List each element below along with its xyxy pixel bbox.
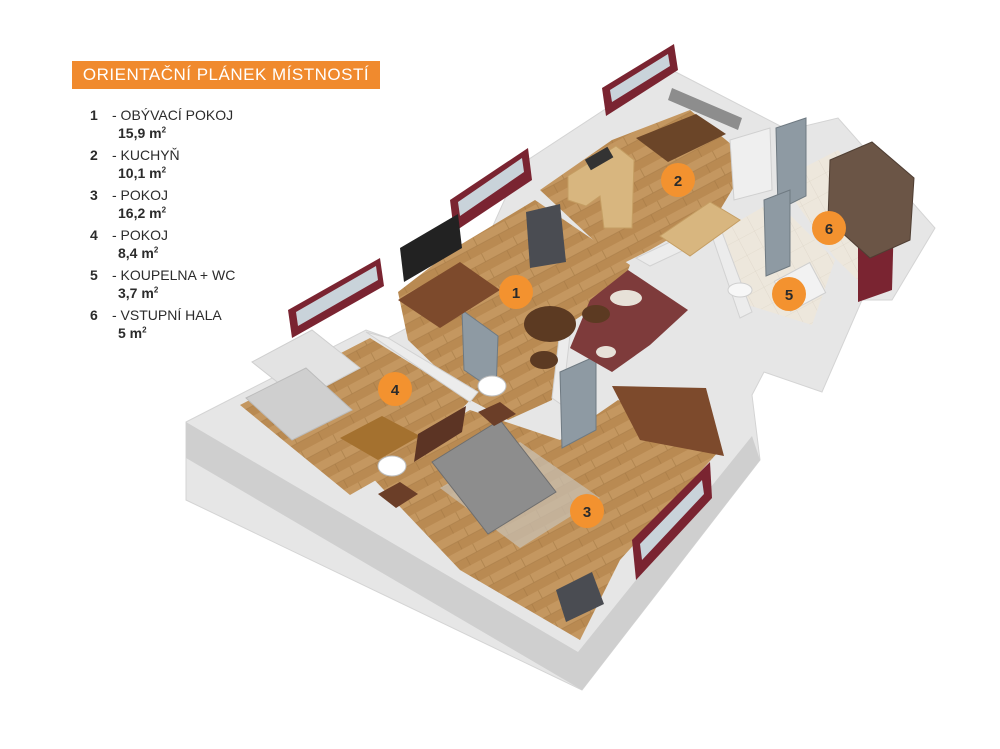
- desk: [340, 416, 420, 460]
- window: [450, 148, 532, 232]
- kitchen-sink-unit: [659, 201, 741, 257]
- fridge: [729, 127, 773, 201]
- room-marker-6: 6: [812, 211, 846, 245]
- nightstand: [478, 402, 516, 426]
- sofa-cushion: [610, 290, 642, 306]
- coffee-table: [524, 306, 576, 342]
- legend-number: 2: [90, 147, 98, 163]
- legend-item: 4 - POKOJ 8,4 m2: [90, 227, 350, 267]
- window: [288, 258, 384, 338]
- headboard: [414, 406, 466, 462]
- area-value: 3,7 m: [118, 285, 154, 301]
- legend-item: 5 - KOUPELNA + WC 3,7 m2: [90, 267, 350, 307]
- legend-number: 1: [90, 107, 98, 123]
- room-marker-3: 3: [570, 494, 604, 528]
- door: [775, 117, 807, 211]
- marker-label: 4: [391, 382, 400, 399]
- legend-room-area: 5 m2: [118, 325, 147, 341]
- legend-number: 4: [90, 227, 98, 243]
- armchair: [526, 204, 566, 268]
- stool: [530, 351, 558, 369]
- nightstand: [378, 482, 418, 508]
- legend-room-name: - VSTUPNÍ HALA: [112, 307, 222, 323]
- room-marker-4: 4: [378, 372, 412, 406]
- marker-label: 3: [583, 504, 591, 521]
- marker-label: 6: [825, 221, 833, 238]
- legend-number: 3: [90, 187, 98, 203]
- window: [632, 462, 712, 580]
- area-value: 8,4 m: [118, 245, 154, 261]
- area-unit-exponent: 2: [161, 165, 167, 175]
- plan-title: ORIENTAČNÍ PLÁNEK MÍSTNOSTÍ: [72, 61, 380, 89]
- legend-item: 3 - POKOJ 16,2 m2: [90, 187, 350, 227]
- legend-room-name: - OBÝVACÍ POKOJ: [112, 107, 234, 123]
- window: [602, 44, 678, 116]
- dining-bench: [668, 88, 742, 130]
- floor-room-1: [398, 200, 630, 420]
- legend-item: 6 - VSTUPNÍ HALA 5 m2: [90, 307, 350, 347]
- area-unit-exponent: 2: [142, 325, 147, 335]
- legend-room-area: 16,2 m2: [118, 205, 166, 221]
- room-marker-1: 1: [499, 275, 533, 309]
- legend-number: 6: [90, 307, 98, 323]
- lamp: [477, 375, 507, 397]
- legend-room-name: - POKOJ: [112, 187, 169, 203]
- marker-label: 1: [512, 285, 520, 302]
- lamp: [377, 455, 407, 477]
- armchair: [556, 572, 604, 622]
- legend-room-area: 3,7 m2: [118, 285, 158, 301]
- legend-item: 1 - OBÝVACÍ POKOJ 15,9 m2: [90, 107, 350, 147]
- legend-number: 5: [90, 267, 98, 283]
- wardrobe-rack: [612, 386, 724, 456]
- marker-label: 2: [674, 173, 682, 190]
- area-unit-exponent: 2: [161, 205, 167, 215]
- legend-room-area: 10,1 m2: [118, 165, 166, 181]
- cooktop: [584, 146, 614, 171]
- room-legend: 1 - OBÝVACÍ POKOJ 15,9 m2 2 - KUCHYŇ 10,…: [90, 107, 350, 347]
- sofa: [570, 270, 688, 372]
- area-value: 5 m: [118, 325, 143, 341]
- room-marker-2: 2: [661, 163, 695, 197]
- legend-room-name: - KUCHYŇ: [112, 147, 180, 163]
- marker-label: 5: [785, 287, 793, 304]
- dining-table: [636, 114, 726, 162]
- door: [559, 355, 597, 449]
- floor-room-2: [540, 110, 750, 265]
- side-table: [582, 305, 610, 323]
- sofa-cushion: [596, 346, 616, 358]
- legend-room-name: - POKOJ: [112, 227, 169, 243]
- legend-room-area: 8,4 m2: [118, 245, 158, 261]
- area-unit-exponent: 2: [153, 285, 159, 295]
- room-marker-5: 5: [772, 277, 806, 311]
- area-value: 15,9 m: [118, 125, 162, 141]
- area-unit-exponent: 2: [153, 245, 159, 255]
- legend-room-area: 15,9 m2: [118, 125, 166, 141]
- legend-item: 2 - KUCHYŇ 10,1 m2: [90, 147, 350, 187]
- bed: [245, 367, 353, 441]
- area-value: 10,1 m: [118, 165, 162, 181]
- tv: [400, 214, 462, 282]
- tv-stand: [398, 262, 500, 328]
- wall-side-shading: [186, 422, 760, 690]
- double-bed: [431, 419, 557, 535]
- washbasin: [727, 282, 753, 298]
- partition-wall: [365, 331, 479, 403]
- kitchen-counter: [567, 145, 635, 229]
- door: [763, 189, 791, 277]
- legend-room-name: - KOUPELNA + WC: [112, 267, 236, 283]
- area-unit-exponent: 2: [161, 125, 167, 135]
- area-value: 16,2 m: [118, 205, 162, 221]
